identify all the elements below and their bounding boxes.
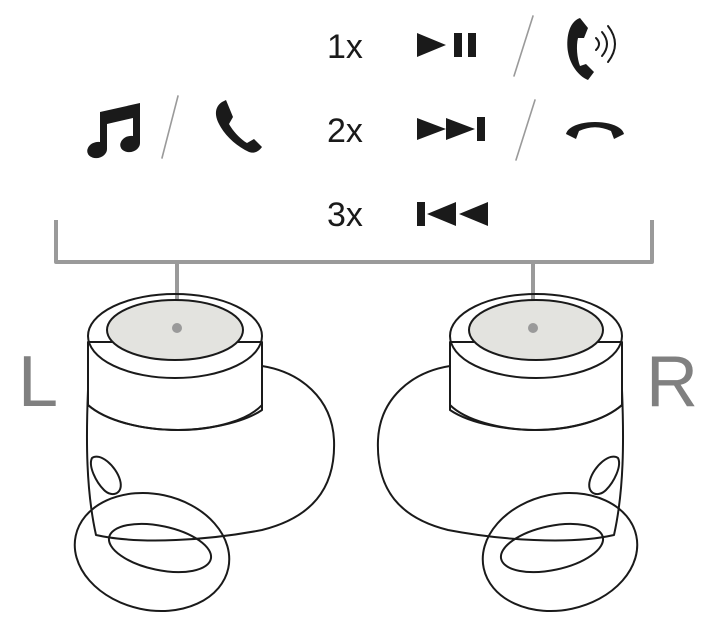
press-count-3x: 3x bbox=[327, 196, 363, 234]
end-call-icon bbox=[566, 122, 624, 139]
right-earbud bbox=[376, 293, 639, 613]
next-track-icon bbox=[417, 117, 485, 141]
press-count-1x: 1x bbox=[327, 28, 363, 66]
play-pause-icon bbox=[417, 33, 476, 57]
left-label: L bbox=[18, 342, 58, 422]
right-label: R bbox=[646, 342, 698, 422]
incoming-call-icon bbox=[567, 18, 616, 80]
left-earbud bbox=[73, 293, 336, 613]
phone-icon bbox=[215, 100, 262, 153]
row1-separator bbox=[513, 15, 534, 77]
previous-track-icon bbox=[417, 202, 488, 226]
music-note-icon bbox=[87, 103, 141, 159]
press-count-2x: 2x bbox=[327, 112, 363, 150]
mode-separator bbox=[161, 95, 179, 159]
row2-separator bbox=[515, 99, 536, 161]
